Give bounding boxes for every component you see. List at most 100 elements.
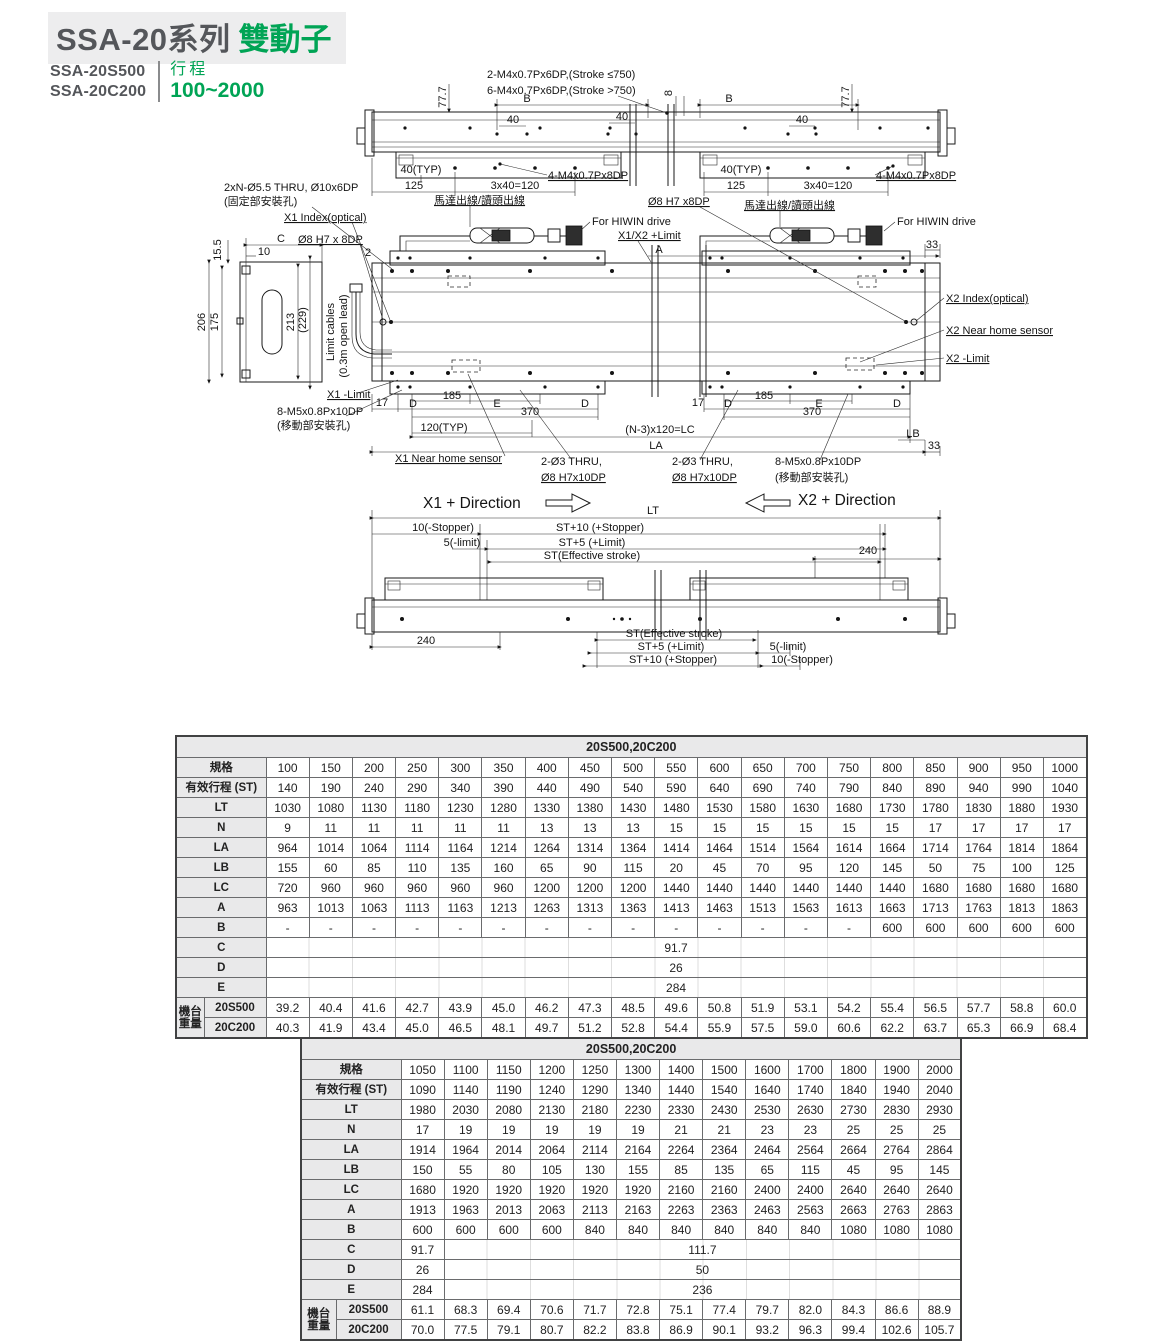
table-cell: 1514	[740, 837, 785, 858]
table-cell: 2763	[874, 1199, 919, 1220]
table-cell: 15	[826, 817, 872, 838]
table-cell: 17	[999, 817, 1044, 838]
row-label: LA	[175, 837, 267, 858]
table-cell: 2063	[529, 1199, 574, 1220]
table-cell: 2463	[745, 1199, 790, 1220]
table-cell: 40.3	[265, 1017, 310, 1039]
table-cell: 45	[697, 857, 742, 878]
table-cell: 48.1	[481, 1017, 526, 1039]
table-cell: 840	[702, 1219, 747, 1240]
table-cell: 2163	[615, 1199, 661, 1220]
table-cell: 70	[740, 857, 785, 878]
row-label: LB	[300, 1159, 402, 1180]
row-label: D	[175, 957, 267, 978]
table-cell: 53.1	[783, 997, 828, 1018]
table-cell: 690	[740, 777, 785, 798]
table-cell: 17	[956, 817, 1001, 838]
table-cell: 61.1	[400, 1299, 445, 1320]
table-cell: 155	[615, 1159, 661, 1180]
table-cell: 59.0	[783, 1017, 828, 1039]
x1-limit-label: X1 -Limit	[327, 389, 370, 401]
table-cell: 740	[783, 777, 828, 798]
table-cell: 150	[400, 1159, 445, 1180]
table-cell: 1540	[702, 1079, 747, 1100]
table-cell: 1564	[783, 837, 828, 858]
x1-direction-label: X1 + Direction	[423, 495, 521, 512]
screw-4m4-left: 4-M4x0.7Px8DP	[548, 170, 628, 182]
table-cell: 1300	[615, 1059, 661, 1080]
model-name-2: SSA-20C200	[50, 82, 147, 100]
table-title: 20S500,20C200	[175, 735, 1088, 758]
table-cell: -	[481, 917, 526, 938]
table-title: 20S500,20C200	[300, 1037, 962, 1060]
screw-4m4-right: 4-M4x0.7Px8DP	[876, 170, 956, 182]
series-subtitle: 雙動子	[238, 22, 332, 57]
table-cell: 2664	[831, 1139, 876, 1160]
screw-8m5-right2: (移動部安裝孔)	[775, 470, 848, 484]
table-cell: 63.7	[913, 1017, 958, 1039]
table-cell: 1213	[481, 897, 526, 918]
table-cell: 79.7	[745, 1299, 790, 1320]
dim-125-left: 125	[405, 180, 423, 192]
table-cell: 2564	[788, 1139, 833, 1160]
row-label: A	[175, 897, 267, 918]
stroke-st5-top: ST+5 (+Limit)	[559, 537, 626, 549]
table-cell: 250	[395, 757, 440, 778]
table-cell: 41.6	[351, 997, 397, 1018]
direction-arrows	[545, 493, 791, 513]
dim-lb: LB	[906, 428, 919, 440]
technical-drawing: 2-M4x0.7Px6DP,(Stroke ≤750) 6-M4x0.7Px6D…	[196, 69, 1053, 670]
table-cell: 100	[265, 757, 310, 778]
table-cell: -	[438, 917, 483, 938]
table-cell: 340	[438, 777, 483, 798]
table-cell: 85	[351, 857, 397, 878]
table-cell: 2160	[702, 1179, 747, 1200]
dim-33-top: 33	[926, 239, 938, 251]
table-cell: 50.8	[697, 997, 742, 1018]
table-cell: 84.3	[831, 1299, 876, 1320]
series-title: SSA-20系列	[56, 22, 231, 57]
table-cell: -	[610, 917, 656, 938]
table-cell: 1500	[702, 1059, 747, 1080]
table-cell: 1400	[659, 1059, 704, 1080]
hole-2d3-1a: 2-Ø3 THRU,	[541, 456, 602, 468]
table-cell: 1920	[443, 1179, 488, 1200]
table-cell: 1440	[659, 1079, 704, 1100]
dim-b-right2: B	[725, 93, 732, 105]
table-cell: 140	[265, 777, 310, 798]
table-cell: 13	[567, 817, 613, 838]
table-cell: 1864	[1042, 837, 1088, 858]
table-cell: 1080	[917, 1219, 962, 1240]
table-cell: 125	[1042, 857, 1088, 878]
hiwin-right-label: For HIWIN drive	[897, 216, 976, 228]
table-cell: 11	[438, 817, 483, 838]
table-cell: 25	[831, 1119, 876, 1140]
hole-2d3-2b: Ø8 H7x10DP	[672, 472, 737, 484]
divider	[158, 61, 161, 102]
dim-40-c: 40	[796, 114, 808, 126]
table-cell: 60.6	[826, 1017, 872, 1039]
table-cell: 51.2	[567, 1017, 613, 1039]
dim-2: 2	[365, 247, 371, 259]
table-cell: 1090	[400, 1079, 445, 1100]
table-cell: 1814	[999, 837, 1044, 858]
table-cell: 1264	[524, 837, 569, 858]
table-cell: 23	[745, 1119, 790, 1140]
table-cell: 600	[913, 917, 958, 938]
table-cell: 840	[745, 1219, 790, 1240]
table-cell: 236	[443, 1279, 962, 1300]
table-cell: 1830	[956, 797, 1001, 818]
table-cell: 1014	[308, 837, 353, 858]
stroke-st10-bottom: ST+10 (+Stopper)	[629, 654, 717, 666]
table-cell: 20	[654, 857, 699, 878]
table-cell: 75.1	[659, 1299, 704, 1320]
table-cell: 46.5	[438, 1017, 483, 1039]
table-cell: 70.6	[529, 1299, 574, 1320]
table-cell: 60.0	[1042, 997, 1088, 1018]
table-cell: 45.0	[481, 997, 526, 1018]
dim-d1: D	[409, 398, 417, 410]
table-cell: 2730	[831, 1099, 876, 1120]
weight-group-label: 機台重量	[175, 997, 205, 1039]
